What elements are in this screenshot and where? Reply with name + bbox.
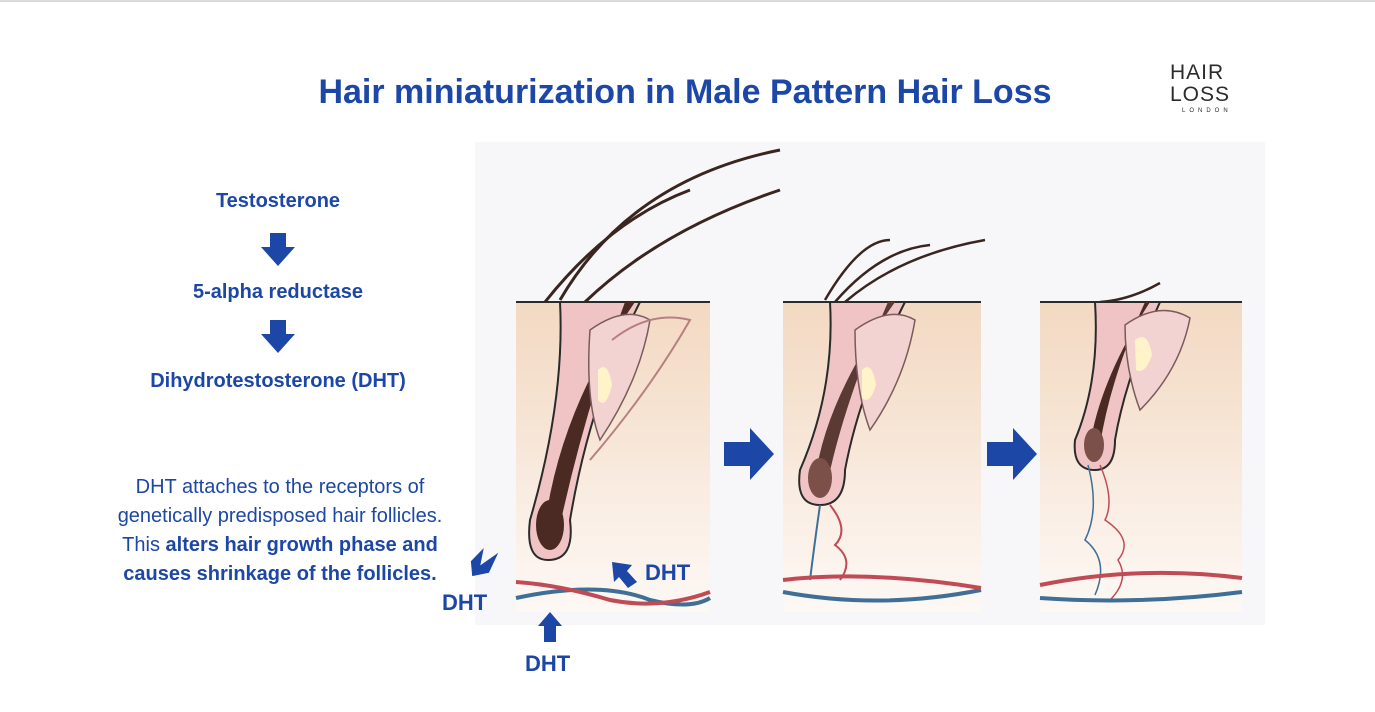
top-divider-line: [0, 0, 1375, 2]
logo-line-3: LONDON: [1182, 108, 1232, 114]
flow-step-5-alpha-reductase: 5-alpha reductase: [192, 281, 364, 303]
flow-step-testosterone: Testosterone: [215, 190, 341, 212]
right-arrow-icon: [987, 428, 1037, 480]
flow-step-dht: Dihydrotestosterone (DHT): [150, 370, 406, 392]
logo-line-2: LOSS: [1170, 83, 1231, 106]
dht-label-left: DHT: [442, 590, 488, 615]
dht-arrow-icon: [538, 612, 562, 642]
brand-logo: HAIR LOSS LONDON: [1170, 62, 1246, 116]
dht-label-right: DHT: [645, 560, 691, 585]
follicle-panel-shrinking: [783, 238, 986, 612]
logo-line-1: HAIR: [1170, 61, 1225, 84]
page-title: Hair miniaturization in Male Pattern Hai…: [318, 73, 1052, 111]
dht-arrow-icon: [612, 562, 637, 588]
dht-description: DHT attaches to the receptors of genetic…: [112, 473, 448, 589]
description-bold-text: alters hair growth phase and causes shri…: [123, 534, 438, 585]
follicle-panel-healthy: [516, 148, 781, 612]
down-arrow-icon: [261, 320, 295, 353]
blood-vessels: [515, 570, 1243, 607]
right-arrow-icon: [724, 428, 774, 480]
dht-arrow-icon: [470, 548, 499, 577]
follicle-panel-miniaturized: [1040, 281, 1242, 612]
down-arrow-icon: [261, 233, 295, 266]
dht-label-bottom: DHT: [525, 651, 571, 676]
description-text: DHT attaches to the receptors of genetic…: [117, 476, 443, 556]
